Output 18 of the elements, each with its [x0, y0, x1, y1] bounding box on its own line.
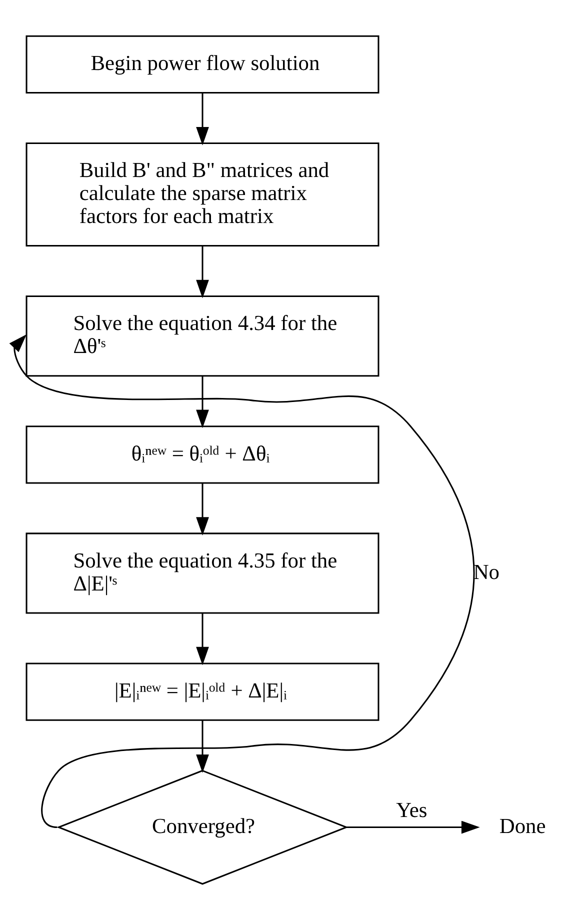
arrow	[196, 246, 209, 298]
node-box: Solve the equation 4.35 for the Δ|E|'ˢ	[26, 532, 380, 614]
node-box: |E|ᵢⁿᵉʷ = |E|ᵢᵒˡᵈ + Δ|E|ᵢ	[26, 662, 380, 721]
node-box: Begin power flow solution	[26, 35, 380, 94]
arrow	[196, 720, 209, 773]
edge-label: No	[473, 560, 500, 584]
arrow	[346, 820, 480, 834]
edge-label: Yes	[396, 798, 428, 822]
arrow	[196, 376, 209, 428]
node-box: Build B' and B" matrices and calculate the sparse matrix factors for each matrix	[26, 142, 380, 247]
node-box: Solve the equation 4.34 for the Δθ'ˢ	[26, 296, 380, 377]
arrow	[196, 92, 209, 146]
node-text: Done	[499, 814, 546, 838]
node-box: θᵢⁿᵉʷ = θᵢᵒˡᵈ + Δθᵢ	[26, 426, 380, 484]
node-diamond: Converged?	[56, 770, 348, 885]
arrow	[196, 482, 209, 536]
arrow	[196, 613, 209, 666]
arrow	[9, 334, 475, 828]
